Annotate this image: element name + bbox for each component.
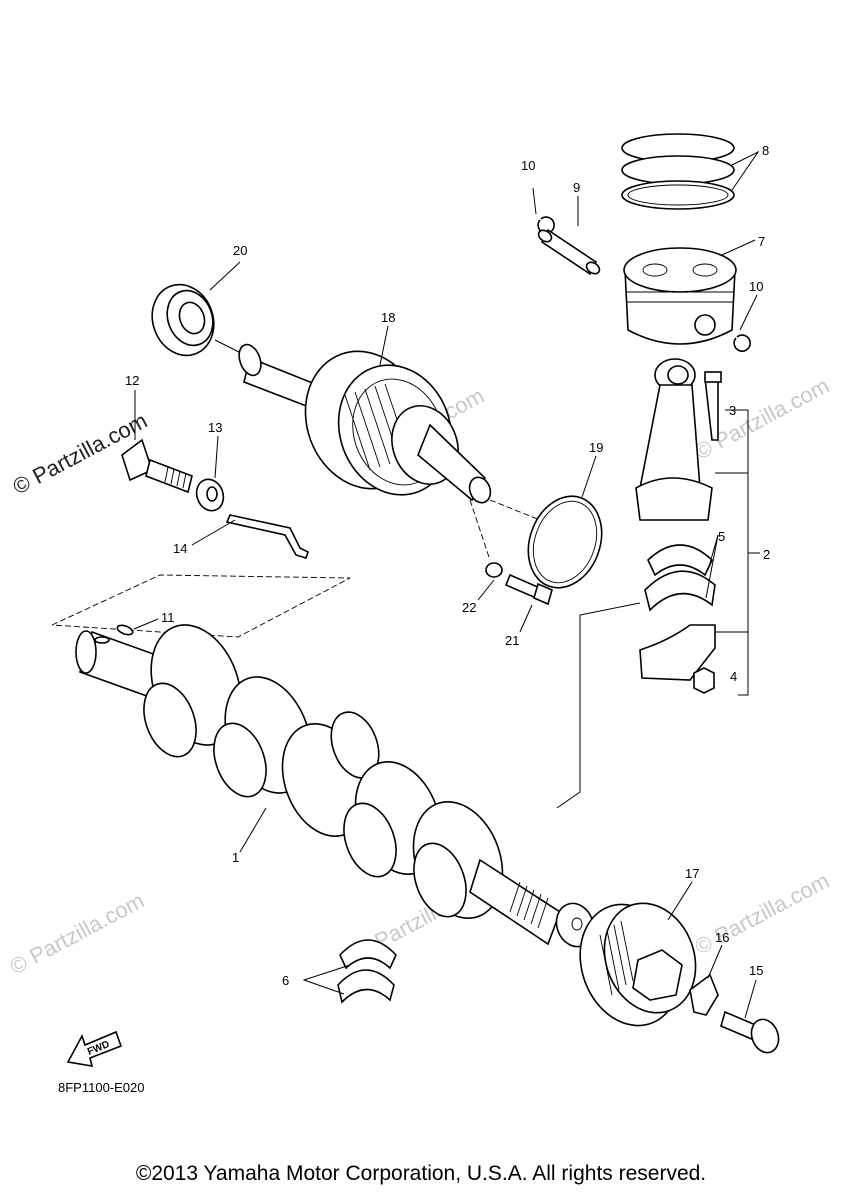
woodruff-key	[116, 624, 134, 636]
callout-6: 6	[282, 973, 289, 988]
crankshaft	[51, 574, 595, 948]
callout-22: 22	[462, 600, 476, 615]
washer-22	[485, 562, 503, 578]
copyright-footer: ©2013 Yamaha Motor Corporation, U.S.A. A…	[136, 1162, 706, 1185]
callout-7: 7	[758, 234, 765, 249]
nut-4	[693, 667, 715, 694]
watermark-faint-1: © Partzilla.com	[6, 888, 149, 980]
circlip-right	[733, 334, 751, 352]
callout-16: 16	[715, 930, 729, 945]
o-ring	[527, 495, 603, 589]
callout-9: 9	[573, 180, 580, 195]
generator-rotor	[238, 343, 492, 504]
callout-4: 4	[730, 669, 737, 684]
callout-12: 12	[125, 373, 139, 388]
diagram-code: 8FP1100-E020	[58, 1080, 145, 1095]
callout-2: 2	[763, 547, 770, 562]
primary-gear	[579, 902, 697, 1027]
bolt-12	[121, 438, 193, 494]
crank-bearing	[337, 939, 397, 1004]
callout-20: 20	[233, 243, 247, 258]
callout-17: 17	[685, 866, 699, 881]
callout-8: 8	[762, 143, 769, 158]
callout-1: 1	[232, 850, 239, 865]
callout-10-top: 10	[521, 158, 535, 173]
callout-11: 11	[161, 610, 175, 625]
piston-pin	[537, 228, 601, 276]
callout-13: 13	[208, 420, 222, 435]
circlip-top	[537, 216, 555, 234]
callout-19: 19	[589, 440, 603, 455]
washer-13	[195, 478, 225, 512]
piston-rings	[621, 133, 735, 210]
bearing	[151, 283, 215, 357]
forward-arrow-icon: FWD	[66, 1030, 123, 1067]
callout-3: 3	[729, 403, 736, 418]
piston	[623, 247, 737, 345]
callout-18: 18	[381, 310, 395, 325]
callout-21: 21	[505, 633, 519, 648]
oil-strip	[225, 514, 309, 559]
watermark-faint-5: © Partzilla.com	[691, 868, 834, 960]
callout-15: 15	[749, 963, 763, 978]
rod-cap	[639, 624, 716, 681]
callout-labels: 1 2 3 4 5 6 7 8 9 10 10 11 12 13 14 15 1…	[125, 143, 770, 988]
callout-5: 5	[718, 529, 725, 544]
callout-14: 14	[173, 541, 187, 556]
connecting-rod	[635, 358, 722, 521]
callout-10-right: 10	[749, 279, 763, 294]
bolt-15	[720, 1010, 780, 1054]
bolt-21	[504, 573, 553, 606]
lock-washer	[689, 973, 719, 1016]
